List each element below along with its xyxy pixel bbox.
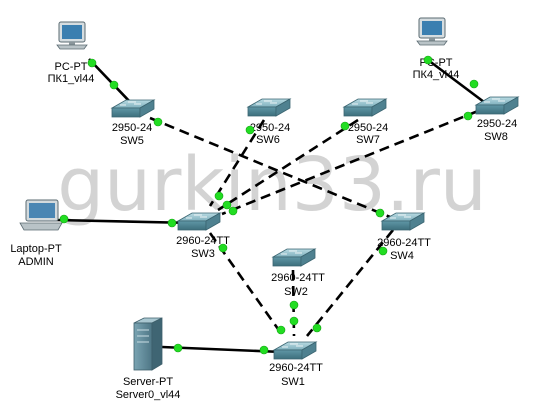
link-sw6-sw3[interactable] xyxy=(208,119,266,207)
device-name-label: SW5 xyxy=(120,135,144,147)
device-type-label: Server-PT xyxy=(123,376,173,388)
port-light xyxy=(259,345,269,355)
port-light xyxy=(59,214,69,224)
device-type-label: 2960-24TT xyxy=(271,272,325,284)
device-type-label: 2960-24TT xyxy=(269,362,323,374)
device-type-label: 2950-24 xyxy=(348,122,388,134)
device-sw3[interactable]: 2960-24TT SW3 xyxy=(176,212,230,260)
switch-icon xyxy=(273,341,317,360)
switch-icon xyxy=(343,98,387,117)
device-name-label: ADMIN xyxy=(18,256,54,268)
pc-icon xyxy=(56,21,88,50)
port-light xyxy=(378,246,388,256)
device-type-label: 2950-24 xyxy=(477,118,517,130)
port-light xyxy=(173,343,183,353)
link-sw7-sw3[interactable] xyxy=(217,118,359,212)
port-light xyxy=(289,300,299,310)
device-type-label: 2950-24 xyxy=(112,122,152,134)
port-light xyxy=(463,111,473,121)
device-name-label: SW4 xyxy=(390,250,414,262)
device-sw4[interactable]: 2960-24TT SW4 xyxy=(377,212,431,262)
device-name-label: SW6 xyxy=(256,134,280,146)
link-pc1-sw5[interactable] xyxy=(88,58,133,105)
device-type-label: 2960-24TT xyxy=(176,235,230,247)
device-name-label: SW2 xyxy=(284,286,308,298)
port-light xyxy=(340,121,350,131)
device-name-label: Server0_vl44 xyxy=(116,389,181,401)
device-name-label: SW1 xyxy=(281,376,305,388)
device-name-label: SW3 xyxy=(191,248,215,260)
port-light xyxy=(312,323,322,333)
device-server[interactable]: Server-PT Server0_vl44 xyxy=(116,317,181,401)
laptop-icon xyxy=(19,199,63,231)
device-name-label: ПК1_vl44 xyxy=(48,73,95,85)
port-light xyxy=(167,218,177,228)
device-name-label: SW7 xyxy=(356,134,380,146)
device-type-label: 2950-24 xyxy=(250,122,290,134)
device-sw6[interactable]: 2950-24 SW6 xyxy=(247,98,291,146)
device-sw1[interactable]: 2960-24TT SW1 xyxy=(269,341,323,388)
port-light xyxy=(375,208,385,218)
link-sw5-sw4[interactable] xyxy=(149,116,391,219)
device-sw2[interactable]: 2960-24TT SW2 xyxy=(271,248,325,298)
port-light xyxy=(214,191,224,201)
pc-icon xyxy=(416,17,448,46)
port-lights xyxy=(59,55,479,355)
port-light xyxy=(469,79,479,89)
switch-icon xyxy=(247,98,291,117)
device-sw8[interactable]: 2950-24 SW8 xyxy=(475,96,519,143)
device-pc4[interactable]: PC-PT ПК4_vl44 xyxy=(413,17,460,81)
device-pc1[interactable]: PC-PT ПК1_vl44 xyxy=(48,21,95,85)
port-light xyxy=(228,206,238,216)
port-light xyxy=(153,117,163,127)
port-light xyxy=(109,80,119,90)
device-type-label: Laptop-PT xyxy=(10,243,62,255)
device-type-label: PC-PT xyxy=(55,61,88,73)
port-light xyxy=(218,243,228,253)
port-light xyxy=(289,316,299,326)
link-pc4-sw8[interactable] xyxy=(427,58,489,107)
device-type-label: 2960-24TT xyxy=(377,237,431,249)
port-light xyxy=(276,325,286,335)
switch-icon xyxy=(272,248,316,267)
link-sw8-sw3[interactable] xyxy=(221,109,479,216)
link-sw4-sw1[interactable] xyxy=(305,229,395,337)
server-icon xyxy=(133,317,163,371)
port-light xyxy=(87,58,97,68)
device-sw7[interactable]: 2950-24 SW7 xyxy=(343,98,388,146)
device-laptop[interactable]: Laptop-PT ADMIN xyxy=(10,199,63,268)
device-sw5[interactable]: 2950-24 SW5 xyxy=(111,99,155,147)
port-light xyxy=(423,55,433,65)
device-name-label: ПК4_vl44 xyxy=(413,69,460,81)
port-light xyxy=(222,200,232,210)
device-name-label: SW8 xyxy=(484,131,508,143)
port-light xyxy=(245,125,255,135)
switch-icon xyxy=(111,99,155,118)
